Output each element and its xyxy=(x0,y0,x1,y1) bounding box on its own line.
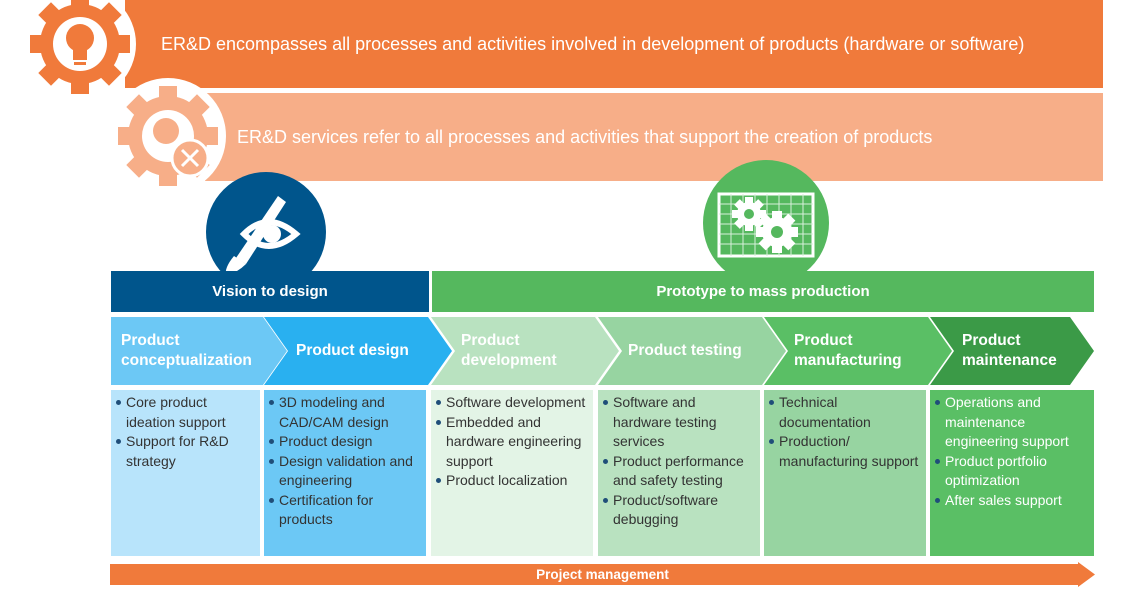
list-item: After sales support xyxy=(935,491,1090,511)
list-item: Design validation and engineering xyxy=(269,452,422,491)
stage-header-development: Product development xyxy=(431,317,621,385)
second-banner-text: ER&D services refer to all processes and… xyxy=(237,126,933,147)
stage-title: Product conceptualization xyxy=(121,332,252,369)
list-item: Certification for products xyxy=(269,491,422,530)
project-management-arrow xyxy=(110,562,1095,587)
stage-title: Product maintenance xyxy=(962,332,1057,369)
gears-on-grid-icon xyxy=(703,160,829,286)
top-banner: ER&D encompasses all processes and activ… xyxy=(125,0,1103,88)
project-management-label: Project management xyxy=(536,567,669,582)
gear-lightbulb-icon xyxy=(18,0,146,104)
list-item: Operations and maintenance engineering s… xyxy=(935,393,1090,452)
stage-title: Product design xyxy=(296,342,409,359)
stage-title: Product manufacturing xyxy=(794,332,902,369)
phase-vision-label: Vision to design xyxy=(212,283,328,300)
stage-column-manufacturing: Technical documentation Production/ manu… xyxy=(764,390,926,556)
stage-column-design: 3D modeling and CAD/CAM design Product d… xyxy=(264,390,426,556)
second-banner: ER&D services refer to all processes and… xyxy=(205,93,1103,181)
list-item: Support for R&D strategy xyxy=(116,432,256,471)
stage-header-testing: Product testing xyxy=(598,317,788,385)
stage-header-design: Product design xyxy=(264,317,454,385)
stage-column-development: Software development Embedded and hardwa… xyxy=(431,390,593,556)
list-item: Core product ideation support xyxy=(116,393,256,432)
list-item: Embedded and hardware engineering suppor… xyxy=(436,413,589,472)
stage-title: Product testing xyxy=(628,342,742,359)
stage-column-maintenance: Operations and maintenance engineering s… xyxy=(930,390,1094,556)
list-item: 3D modeling and CAD/CAM design xyxy=(269,393,422,432)
list-item: Technical documentation xyxy=(769,393,922,432)
list-item: Production/ manufacturing support xyxy=(769,432,922,471)
list-item: Software development xyxy=(436,393,589,413)
stage-header-maintenance: Product maintenance xyxy=(930,317,1096,385)
gear-lightbulb-tools-icon xyxy=(108,76,228,196)
phase-vision-header: Vision to design xyxy=(111,271,429,312)
phase-prototype-label: Prototype to mass production xyxy=(656,283,870,300)
phase-prototype-header: Prototype to mass production xyxy=(432,271,1094,312)
list-item: Product design xyxy=(269,432,422,452)
top-banner-text: ER&D encompasses all processes and activ… xyxy=(161,33,1025,54)
stage-title: Product development xyxy=(461,332,557,369)
stage-column-conceptualization: Core product ideation support Support fo… xyxy=(111,390,260,556)
stage-column-testing: Software and hardware testing services P… xyxy=(598,390,760,556)
stage-header-conceptualization: Product conceptualization xyxy=(111,317,289,385)
list-item: Product performance and safety testing xyxy=(603,452,756,491)
stage-header-manufacturing: Product manufacturing xyxy=(764,317,954,385)
list-item: Product localization xyxy=(436,471,589,491)
list-item: Product/software debugging xyxy=(603,491,756,530)
list-item: Software and hardware testing services xyxy=(603,393,756,452)
list-item: Product portfolio optimization xyxy=(935,452,1090,491)
